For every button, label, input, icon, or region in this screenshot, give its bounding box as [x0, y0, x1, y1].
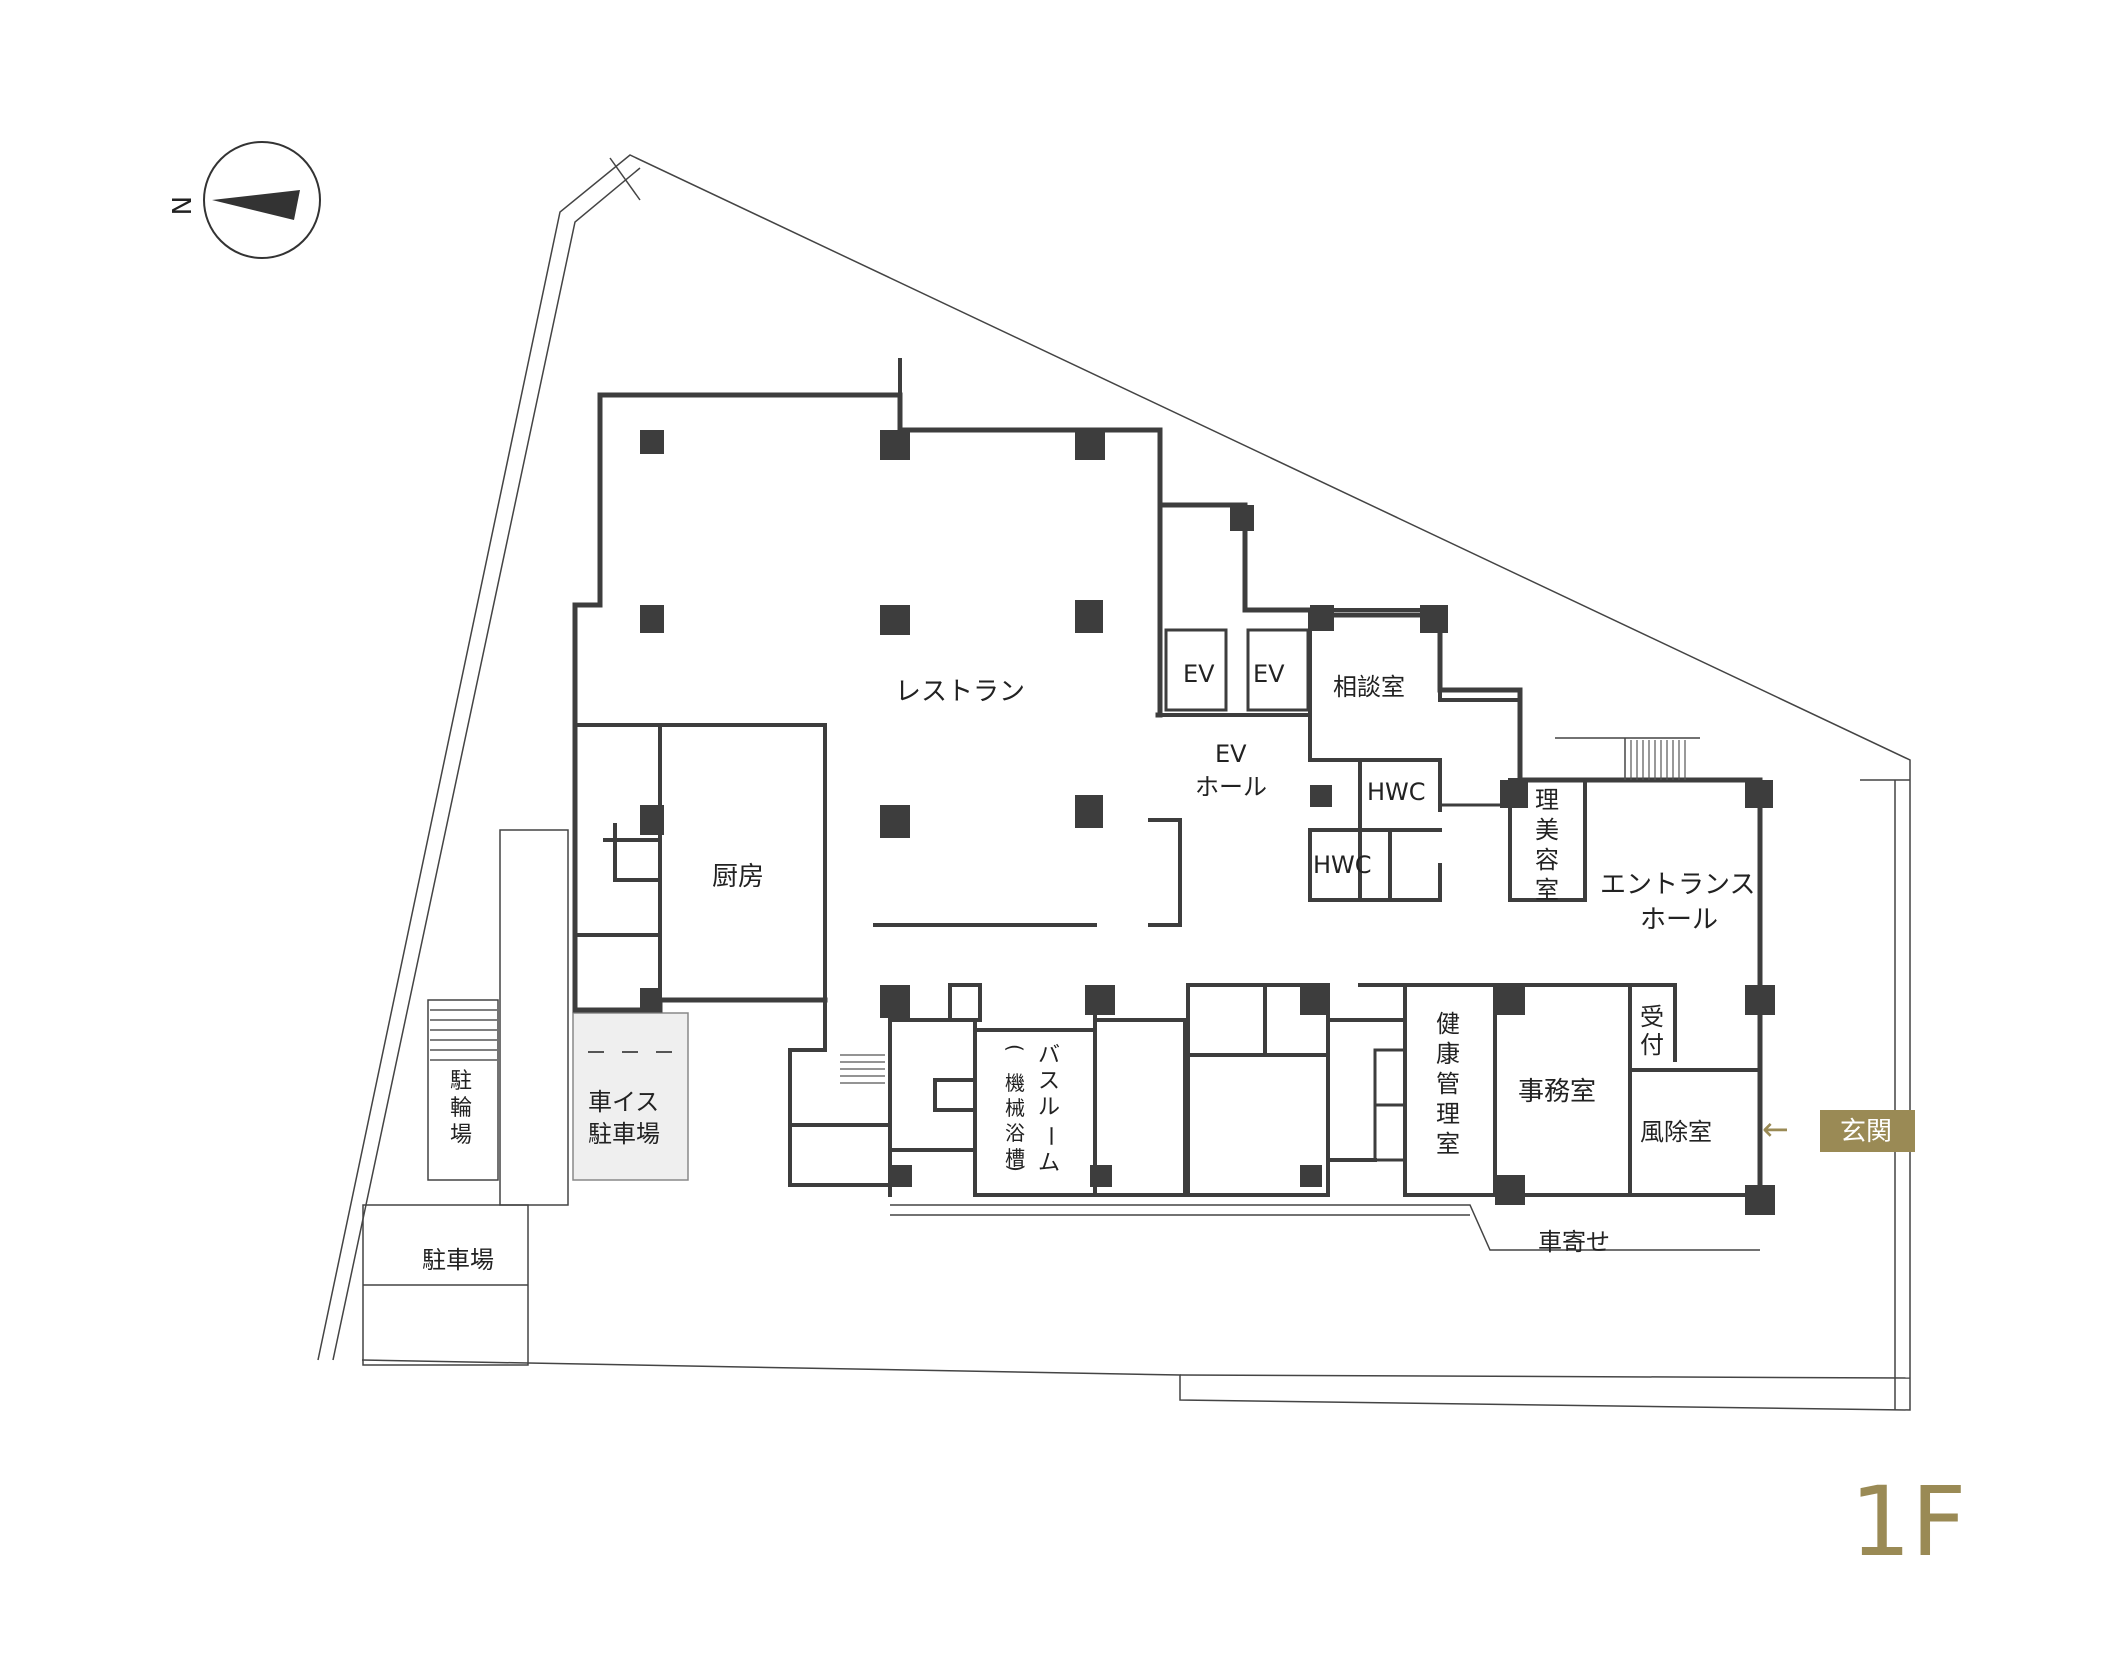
- bicycle-label-2: 輪: [450, 1096, 472, 1121]
- ev-hall-label-1: EV: [1215, 740, 1247, 768]
- ev2-label: EV: [1253, 660, 1285, 688]
- parking-label: 駐車場: [422, 1246, 494, 1274]
- health-label-4: 理: [1436, 1100, 1460, 1128]
- entrance-label: 玄関: [1840, 1117, 1892, 1147]
- bathroom-sub-label-1: (: [1003, 1044, 1027, 1052]
- entrance-arrow-icon: ←: [1762, 1110, 1789, 1148]
- reception-label-2: 付: [1640, 1031, 1664, 1059]
- health-label-2: 康: [1436, 1040, 1460, 1068]
- bathroom-sub-label-3: 械: [1005, 1096, 1025, 1120]
- bathroom-sub-label-2: 機: [1005, 1071, 1025, 1095]
- ev1-label: EV: [1183, 660, 1215, 688]
- bathroom-label-5: ム: [1038, 1151, 1060, 1176]
- bicycle-label-1: 駐: [450, 1069, 472, 1094]
- barber-label-3: 容: [1535, 846, 1559, 874]
- north-arrow-icon: [212, 190, 300, 220]
- health-label-1: 健: [1436, 1010, 1460, 1038]
- wheelchair-parking-label-1: 車イス: [588, 1088, 659, 1116]
- bathroom-label-4: ー: [1037, 1125, 1062, 1147]
- office-label: 事務室: [1518, 1077, 1596, 1107]
- bathroom-sub-label-6: ): [1004, 1164, 1028, 1172]
- windbreak-label: 風除室: [1640, 1118, 1712, 1146]
- structural-columns: [640, 430, 1775, 1215]
- bathroom-label-2: ス: [1038, 1069, 1060, 1094]
- bicycle-label-3: 場: [450, 1123, 472, 1148]
- entrance-hall-label-2: ホール: [1640, 905, 1718, 935]
- entrance-marker: ← 玄関: [1762, 1110, 1915, 1152]
- staircases: [840, 740, 1686, 1084]
- site-boundary: [317, 154, 1911, 1411]
- health-label-5: 室: [1436, 1130, 1460, 1158]
- barber-label-4: 室: [1535, 876, 1559, 904]
- bathroom-sub-label-5: 槽: [1005, 1146, 1025, 1170]
- kitchen-label: 厨房: [712, 862, 764, 892]
- room-labels: レストラン 厨房 EV EV EV ホール 相談室 HWC HWC 理 美 容 …: [422, 660, 1755, 1274]
- parking-areas: [362, 829, 689, 1366]
- compass: N: [165, 141, 321, 259]
- reception-label-1: 受: [1640, 1003, 1664, 1031]
- bathroom-label-3: ル: [1038, 1095, 1060, 1120]
- carriage-porch-label: 車寄せ: [1538, 1228, 1610, 1256]
- entrance-hall-label-1: エントランス: [1600, 870, 1755, 900]
- ev-hall-label-2: ホール: [1195, 773, 1267, 801]
- barber-label-2: 美: [1535, 816, 1559, 844]
- wheelchair-parking-label-2: 駐車場: [588, 1120, 660, 1148]
- hwc1-label: HWC: [1367, 778, 1426, 806]
- barber-label-1: 理: [1535, 786, 1559, 814]
- bathroom-sub-label-4: 浴: [1005, 1121, 1025, 1145]
- bathroom-label-1: バ: [1038, 1043, 1060, 1068]
- restaurant-label: レストラン: [895, 677, 1025, 707]
- hwc2-label: HWC: [1313, 851, 1372, 879]
- health-label-3: 管: [1436, 1070, 1460, 1098]
- consultation-label: 相談室: [1333, 673, 1405, 701]
- north-label: N: [165, 196, 195, 215]
- floor-label: 1F: [1850, 1466, 1966, 1578]
- building-walls: [572, 358, 1763, 1251]
